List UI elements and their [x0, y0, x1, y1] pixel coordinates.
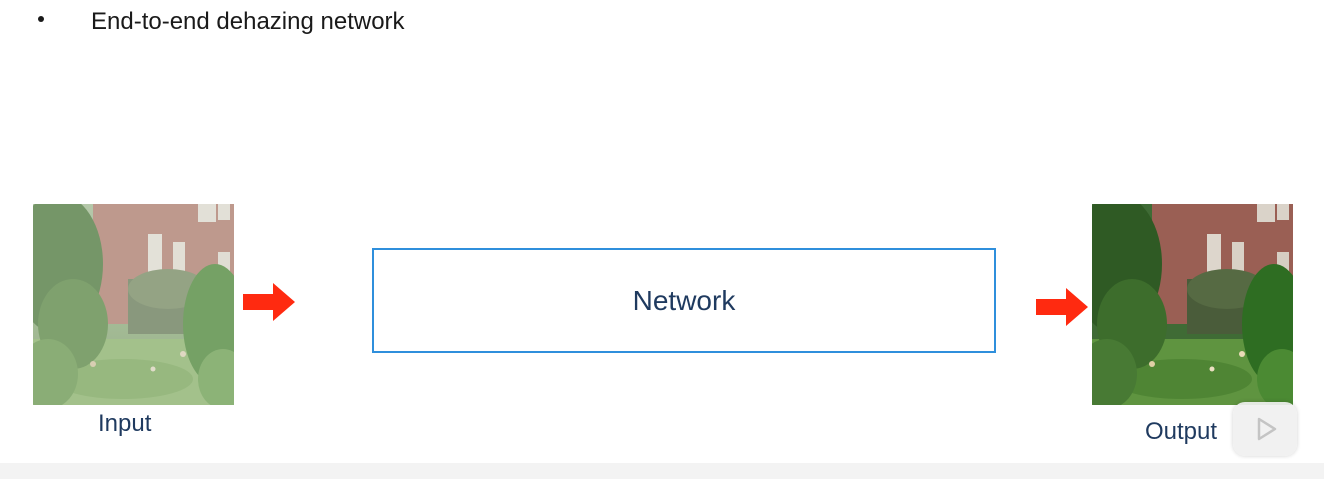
- input-caption: Input: [98, 410, 152, 437]
- bullet-dot: [38, 16, 44, 22]
- input-image: [33, 204, 234, 405]
- right-arrow-icon: [1036, 288, 1088, 326]
- output-caption: Output: [1145, 418, 1218, 445]
- bullet-text: End-to-end dehazing network: [91, 8, 405, 35]
- network-box: Network: [372, 248, 996, 353]
- bottom-strip: [0, 463, 1324, 479]
- network-label: Network: [632, 284, 736, 316]
- right-arrow-icon: [243, 283, 295, 321]
- play-icon: [1257, 417, 1277, 441]
- play-button[interactable]: [1233, 402, 1297, 456]
- output-image: [1092, 204, 1293, 405]
- bullet-item: End-to-end dehazing network: [38, 8, 405, 36]
